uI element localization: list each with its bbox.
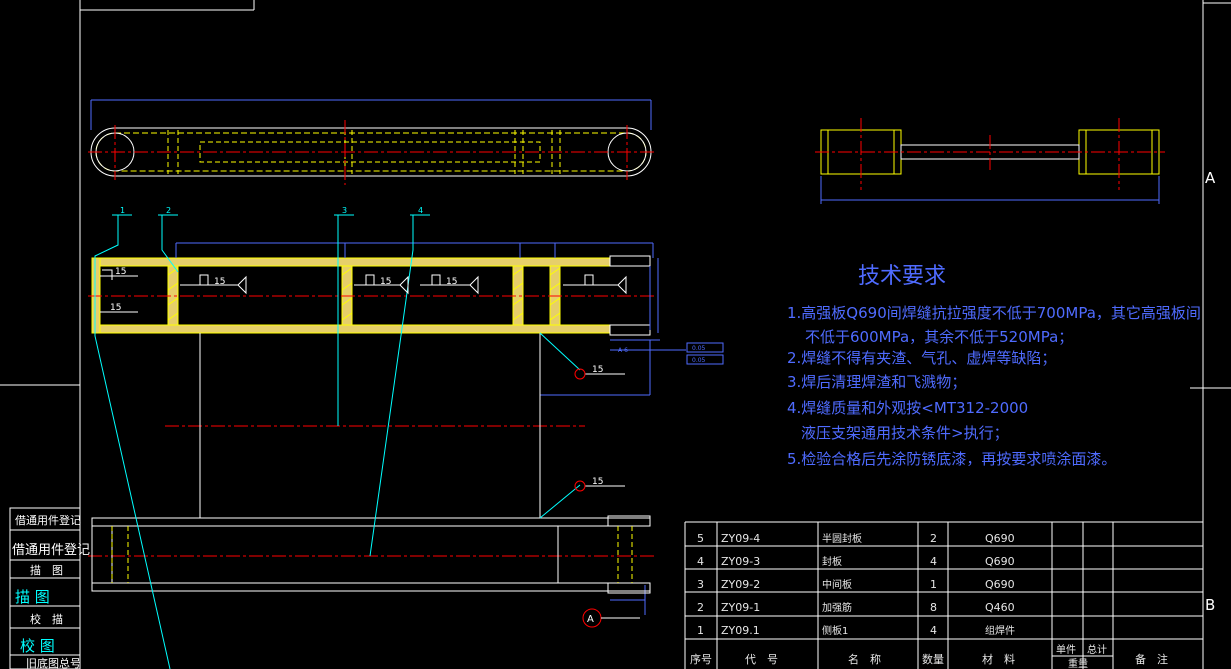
rib-hatching xyxy=(167,267,561,321)
weld-all-around-2 xyxy=(574,480,586,492)
tech-req-line-7: 5.检验合格后先涂防锈底漆，再按要求喷涂面漆。 xyxy=(787,450,1116,468)
bom-row-2-name: 封板 xyxy=(822,555,842,568)
balloon-leaders xyxy=(94,215,581,669)
signature-check: 校 图 xyxy=(20,637,55,655)
weld-size-5: 15 xyxy=(446,277,457,287)
weld-size-7: 15 xyxy=(592,477,603,487)
tolerance-frame-1 xyxy=(686,342,724,353)
bom-row-3-material: Q690 xyxy=(985,578,1015,591)
weld-symbol-lines xyxy=(100,269,627,487)
bom-row-4-qty: 8 xyxy=(930,601,937,614)
tech-req-line-2: 不低于600MPa，其余不低于520MPa； xyxy=(805,328,1073,346)
weld-all-around-1 xyxy=(574,368,586,380)
tolerance-value-2: 0.05 xyxy=(692,357,706,364)
margin-label-4: 校 描 xyxy=(30,612,63,626)
signature-trace: 描 图 xyxy=(15,588,50,606)
bom-rows: 5 ZY09-4 半圆封板 2 Q690 4 ZY09-3 封板 4 Q690 … xyxy=(690,532,1168,669)
top-view-centerlines xyxy=(88,120,655,185)
bom-row-5-qty: 4 xyxy=(930,624,937,637)
right-lug-bottom xyxy=(609,324,651,336)
bom-header-no: 序号 xyxy=(690,652,712,666)
bom-row-5-name: 侧板1 xyxy=(822,624,848,637)
top-view xyxy=(88,99,655,185)
margin-label-2: 借通用件登记 xyxy=(12,543,90,558)
balloon-4[interactable]: 4 xyxy=(418,206,423,215)
bom-row-1-code: ZY09-4 xyxy=(721,532,760,545)
bom-header-weight: 重量 xyxy=(1068,657,1088,669)
balloon-2[interactable]: 2 xyxy=(166,206,171,215)
tech-req-title: 技术要求 xyxy=(858,264,946,289)
bom-row-3-no: 3 xyxy=(697,578,704,591)
front-view-centerlines xyxy=(88,295,655,557)
front-view-dimensions xyxy=(175,242,686,615)
zone-label-a: A xyxy=(1205,169,1216,187)
top-view-dimension xyxy=(90,99,652,130)
bom-row-1-name: 半圆封板 xyxy=(822,532,862,545)
tolerance-frame-2 xyxy=(686,354,724,365)
bom-row-2-material: Q690 xyxy=(985,555,1015,568)
margin-label-5: 旧底图总号 xyxy=(26,656,81,669)
balloon-1[interactable]: 1 xyxy=(120,206,125,215)
bom-row-3-name: 中间板 xyxy=(822,578,852,591)
bom-row-4-name: 加强筋 xyxy=(822,601,852,614)
tolerance-value-1: 0.05 xyxy=(692,345,706,352)
margin-label-1: 借通用件登记 xyxy=(15,513,81,527)
bom-table xyxy=(684,521,1203,669)
bom-header-unit: 单件 xyxy=(1056,644,1076,656)
bom-row-2-qty: 4 xyxy=(930,555,937,568)
weld-fillet-box-1 xyxy=(199,274,209,286)
bom-row-1-no: 5 xyxy=(697,532,704,545)
weld-fillet-box-2 xyxy=(365,274,375,286)
bottom-plate xyxy=(91,324,611,334)
weld-size-2: 15 xyxy=(110,303,121,313)
lower-hidden xyxy=(111,526,633,583)
bom-row-4-no: 2 xyxy=(697,601,704,614)
side-view-centerlines xyxy=(815,118,1165,190)
left-margin-table xyxy=(9,507,81,669)
tech-req-line-4: 3.焊后清理焊渣和飞溅物； xyxy=(787,373,966,391)
bom-row-2-code: ZY09-3 xyxy=(721,555,760,568)
tech-req-line-1: 1.高强板Q690间焊缝抗拉强度不低于700MPa，其它高强板间 xyxy=(787,304,1201,322)
bom-row-2-no: 4 xyxy=(697,555,704,568)
bom-row-5-no: 1 xyxy=(697,624,704,637)
tech-requirements: 技术要求 1.高强板Q690间焊缝抗拉强度不低于700MPa，其它高强板间 不低… xyxy=(787,264,1201,468)
balloon-3[interactable]: 3 xyxy=(342,206,347,215)
datum-label: A-6 xyxy=(618,347,628,354)
bom-header-name: 名 称 xyxy=(848,652,881,666)
lower-beam xyxy=(91,333,651,594)
bom-row-4-material: Q460 xyxy=(985,601,1015,614)
bom-row-5-material: 组焊件 xyxy=(985,624,1015,637)
side-view xyxy=(815,118,1165,204)
bom-row-3-qty: 1 xyxy=(930,578,937,591)
bom-header-material: 材 料 xyxy=(982,652,1015,666)
bom-row-1-qty: 2 xyxy=(930,532,937,545)
bom-header-qty: 数量 xyxy=(922,653,944,666)
bom-header-code: 代 号 xyxy=(745,653,778,666)
bom-row-4-code: ZY09-1 xyxy=(721,601,760,614)
bom-header-remark: 备 注 xyxy=(1135,652,1168,666)
tech-req-line-6: 液压支架通用技术条件>执行； xyxy=(801,424,1009,442)
tech-req-line-5: 4.焊缝质量和外观按<MT312-2000 xyxy=(787,399,1028,417)
bom-row-1-material: Q690 xyxy=(985,532,1015,545)
weld-fillet-box-4 xyxy=(584,274,594,286)
margin-label-3: 描 图 xyxy=(30,563,63,577)
weld-size-1: 15 xyxy=(115,267,126,277)
top-plate xyxy=(91,257,611,267)
weld-fillet-box-3 xyxy=(431,274,441,286)
bom-header-total: 总计 xyxy=(1087,643,1107,656)
weld-size-3: 15 xyxy=(214,277,225,287)
tech-req-line-3: 2.焊缝不得有夹渣、气孔、虚焊等缺陷； xyxy=(787,349,1056,367)
view-marker-label[interactable]: A xyxy=(587,614,594,625)
bom-row-3-code: ZY09-2 xyxy=(721,578,760,591)
right-lug-top xyxy=(609,255,651,267)
side-view-dimension xyxy=(820,176,1160,204)
front-view: 0.05 0.05 A-6 xyxy=(88,206,724,669)
zone-label-b: B xyxy=(1205,596,1215,614)
weld-size-4: 15 xyxy=(380,277,391,287)
bom-row-5-code: ZY09.1 xyxy=(721,624,760,637)
weld-size-6: 15 xyxy=(592,365,603,375)
